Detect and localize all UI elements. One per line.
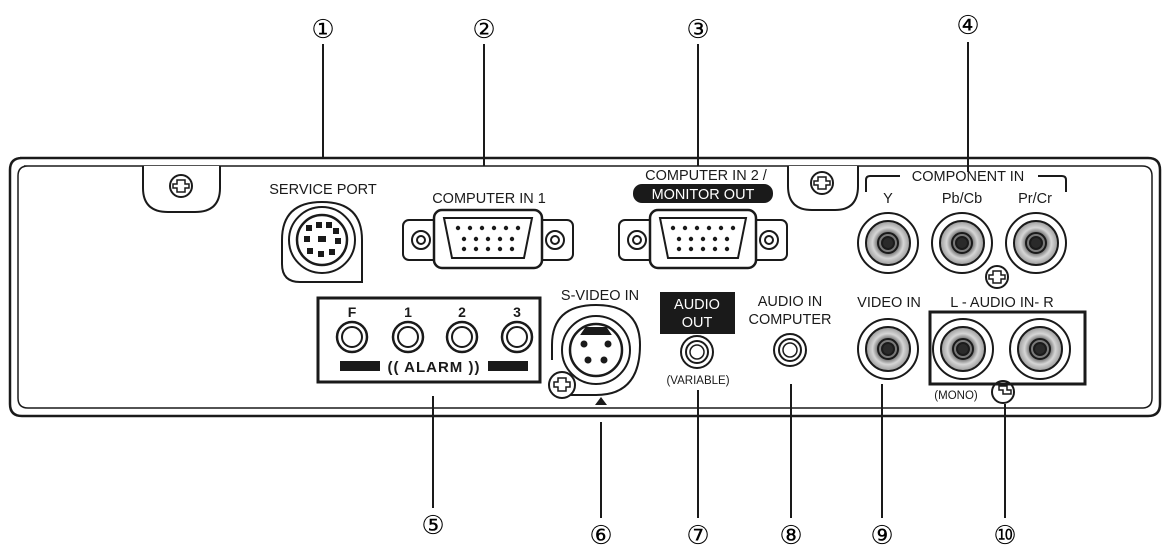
audio-in-computer-jack bbox=[773, 333, 807, 367]
alarm-2-label: 2 bbox=[458, 304, 466, 320]
rca-jack-pbcb bbox=[931, 212, 993, 274]
rca-jack-y bbox=[857, 212, 919, 274]
alarm-band-right bbox=[488, 361, 528, 371]
callout-8: ⑧ bbox=[779, 521, 802, 551]
rca-jack-prcr bbox=[1005, 212, 1067, 274]
audio-in-r-rca-jack bbox=[1009, 318, 1071, 380]
screw-icon bbox=[991, 380, 1015, 404]
service-port-connector bbox=[281, 200, 363, 283]
l-audio-in-r-label: L - AUDIO IN- R bbox=[950, 295, 1053, 311]
audio-out-badge bbox=[660, 292, 735, 334]
callout-3: ③ bbox=[686, 15, 709, 45]
screw-icon bbox=[985, 265, 1009, 289]
audio-in-lr-box bbox=[928, 310, 1087, 386]
service-port-label: SERVICE PORT bbox=[269, 182, 377, 198]
component-y-label: Y bbox=[883, 191, 893, 207]
audio-in-computer-label: COMPUTER bbox=[749, 312, 832, 328]
computer-in-1-vga-connector bbox=[402, 208, 574, 270]
mono-label: (MONO) bbox=[934, 390, 978, 402]
panel-outline bbox=[8, 156, 1162, 418]
alarm-jack-2 bbox=[445, 320, 479, 354]
component-in-label: COMPONENT IN bbox=[912, 169, 1025, 185]
callout-5: ⑤ bbox=[421, 511, 444, 541]
screw-icon bbox=[810, 171, 834, 195]
screw-icon bbox=[169, 174, 193, 198]
callout-1: ① bbox=[311, 15, 334, 45]
alarm-1-label: 1 bbox=[404, 304, 412, 320]
s-video-in-label: S-VIDEO IN bbox=[561, 288, 639, 304]
alarm-jack-3 bbox=[500, 320, 534, 354]
audio-out-variable-label: (VARIABLE) bbox=[666, 375, 729, 387]
alarm-f-label: F bbox=[348, 304, 357, 320]
video-in-rca-jack bbox=[857, 318, 919, 380]
s-video-marker-icon bbox=[595, 397, 607, 405]
computer-in-2-vga-connector bbox=[618, 208, 788, 270]
alarm-3-label: 3 bbox=[513, 304, 521, 320]
callout-4: ④ bbox=[956, 11, 979, 41]
alarm-band-left bbox=[340, 361, 380, 371]
s-video-in-connector bbox=[548, 303, 642, 399]
alarm-label: (( ALARM )) bbox=[388, 359, 481, 376]
audio-out-label-line1: AUDIO bbox=[674, 297, 720, 313]
callout-leaders bbox=[322, 42, 1006, 518]
callout-10: ⑩ bbox=[993, 521, 1016, 551]
callout-7: ⑦ bbox=[686, 521, 709, 551]
computer-in-2-label: COMPUTER IN 2 / bbox=[645, 168, 768, 184]
component-pbcb-label: Pb/Cb bbox=[942, 191, 982, 207]
audio-in-label: AUDIO IN bbox=[758, 294, 822, 310]
component-prcr-label: Pr/Cr bbox=[1018, 191, 1052, 207]
monitor-out-badge bbox=[633, 184, 773, 203]
alarm-jack-f bbox=[335, 320, 369, 354]
audio-out-label-line2: OUT bbox=[682, 315, 713, 331]
computer-in-1-label: COMPUTER IN 1 bbox=[432, 191, 546, 207]
video-in-label: VIDEO IN bbox=[857, 295, 921, 311]
alarm-jack-1 bbox=[391, 320, 425, 354]
audio-out-jack bbox=[680, 335, 714, 369]
monitor-out-label: MONITOR OUT bbox=[652, 187, 755, 203]
callout-2: ② bbox=[472, 15, 495, 45]
audio-in-l-rca-jack bbox=[932, 318, 994, 380]
callout-6: ⑥ bbox=[589, 521, 612, 551]
component-in-bracket bbox=[865, 175, 1067, 192]
callout-9: ⑨ bbox=[870, 521, 893, 551]
